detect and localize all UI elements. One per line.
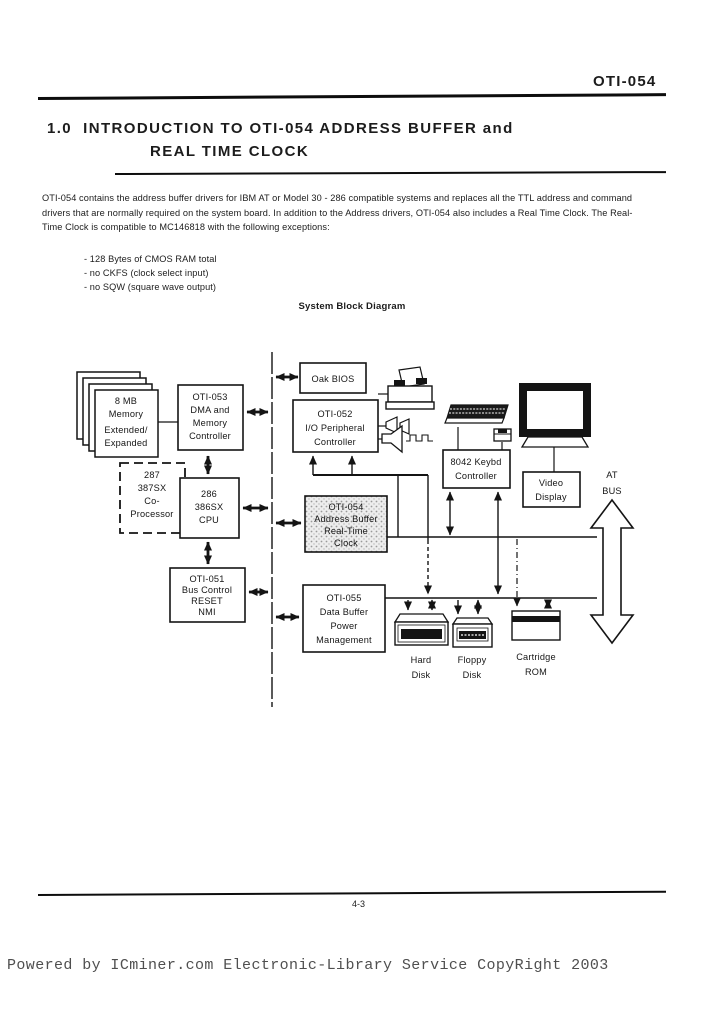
svg-text:NMI: NMI	[198, 607, 215, 617]
keyboard-icon	[444, 404, 509, 424]
device-label: Cartridge	[516, 652, 556, 662]
svg-text:Bus Control: Bus Control	[182, 585, 232, 595]
section-title-line1: 1.0 INTRODUCTION TO OTI-054 ADDRESS BUFF…	[47, 120, 514, 137]
system-block-diagram: 8 MB Memory Extended/ Expanded OTI-053 D…	[76, 352, 635, 707]
svg-text:Address Buffer: Address Buffer	[314, 514, 377, 524]
node-oti051: OTI-051 Bus Control RESET NMI	[169, 567, 246, 623]
svg-text:Real-Time: Real-Time	[324, 526, 368, 536]
svg-text:386SX: 386SX	[195, 502, 224, 512]
intro-line: OTI-054 contains the address buffer driv…	[42, 193, 633, 203]
device-label: AT	[606, 470, 618, 480]
svg-text:RESET: RESET	[191, 596, 223, 606]
floppy-disk-icon: Floppy Disk	[451, 617, 494, 680]
mouse-icon	[493, 428, 512, 442]
svg-text:OTI-054: OTI-054	[328, 502, 363, 512]
svg-text:OTI-052: OTI-052	[317, 409, 352, 419]
printer-icon	[385, 366, 435, 410]
svg-text:Memory: Memory	[193, 418, 228, 428]
svg-text:Clock: Clock	[334, 538, 358, 548]
section-title-line2: REAL TIME CLOCK	[150, 143, 310, 160]
header-product-code: OTI-054	[593, 73, 657, 90]
memory-stack: 8 MB Memory Extended/ Expanded	[76, 371, 159, 458]
intro-line: Time Clock is compatible to MC146818 wit…	[42, 222, 330, 232]
device-label: ROM	[525, 667, 547, 677]
node-label: Extended/	[104, 425, 147, 435]
node-video-display: Video Display	[522, 471, 581, 508]
device-label: BUS	[602, 486, 622, 496]
node-coprocessor: 287 387SX Co- Processor	[119, 462, 186, 534]
diagram-caption: System Block Diagram	[298, 301, 406, 312]
intro-line: drivers that are normally required on th…	[42, 207, 633, 218]
svg-text:Controller: Controller	[455, 471, 497, 481]
svg-text:Display: Display	[535, 492, 567, 502]
device-label: Hard	[411, 655, 432, 665]
svg-text:Co-: Co-	[144, 496, 159, 506]
square-wave-icon	[406, 434, 433, 442]
node-oti053: OTI-053 DMA and Memory Controller	[177, 384, 244, 451]
svg-text:8042 Keybd: 8042 Keybd	[450, 457, 501, 467]
at-bus-arrow-icon: AT BUS	[589, 470, 635, 645]
exception-list: - 128 Bytes of CMOS RAM total - no CKFS …	[84, 252, 217, 294]
node-oti054: OTI-054 Address Buffer Real-Time Clock	[304, 495, 388, 553]
list-item: - 128 Bytes of CMOS RAM total	[84, 254, 217, 264]
svg-text:Video: Video	[539, 478, 563, 488]
svg-text:Controller: Controller	[189, 431, 231, 441]
horizontal-rule-under-title	[114, 171, 667, 175]
node-8042-keyboard-controller: 8042 Keybd Controller	[442, 449, 511, 489]
horizontal-rule-top	[37, 93, 666, 100]
svg-text:Oak BIOS: Oak BIOS	[312, 374, 355, 384]
svg-text:I/O Peripheral: I/O Peripheral	[305, 423, 364, 433]
svg-text:OTI-055: OTI-055	[326, 593, 361, 603]
intro-paragraph: OTI-054 contains the address buffer driv…	[42, 191, 686, 235]
node-label: 8 MB	[115, 396, 137, 406]
node-cpu: 286 386SX CPU	[179, 477, 240, 539]
svg-text:286: 286	[201, 489, 217, 499]
node-oak-bios: Oak BIOS	[299, 362, 367, 394]
svg-text:387SX: 387SX	[138, 483, 167, 493]
svg-text:Data Buffer: Data Buffer	[320, 607, 369, 617]
svg-text:Management: Management	[316, 635, 372, 645]
node-oti052: OTI-052 I/O Peripheral Controller	[292, 399, 379, 453]
list-item: - no CKFS (clock select input)	[84, 268, 209, 278]
device-label: Disk	[412, 670, 431, 680]
speaker-icon	[381, 424, 403, 454]
svg-text:OTI-053: OTI-053	[192, 392, 227, 402]
cartridge-rom-icon: Cartridge ROM	[511, 610, 561, 677]
monitor-icon	[519, 383, 591, 448]
svg-text:Power: Power	[330, 621, 357, 631]
node-label: Memory	[109, 409, 144, 419]
device-label: Disk	[463, 670, 482, 680]
watermark-text: Powered by ICminer.com Electronic-Librar…	[7, 957, 609, 974]
svg-text:287: 287	[144, 470, 160, 480]
horizontal-rule-footer	[37, 890, 666, 896]
page-number: 4-3	[352, 899, 366, 909]
diagram-connectors	[158, 373, 597, 621]
svg-text:CPU: CPU	[199, 515, 219, 525]
device-label: Floppy	[458, 655, 487, 665]
node-label: Expanded	[105, 438, 148, 448]
hard-disk-icon: Hard Disk	[393, 613, 450, 680]
svg-text:DMA and: DMA and	[190, 405, 229, 415]
svg-text:OTI-051: OTI-051	[189, 574, 224, 584]
list-item: - no SQW (square wave output)	[84, 282, 217, 292]
svg-text:Controller: Controller	[314, 437, 356, 447]
svg-text:Processor: Processor	[130, 509, 173, 519]
node-oti055: OTI-055 Data Buffer Power Management	[302, 584, 386, 653]
